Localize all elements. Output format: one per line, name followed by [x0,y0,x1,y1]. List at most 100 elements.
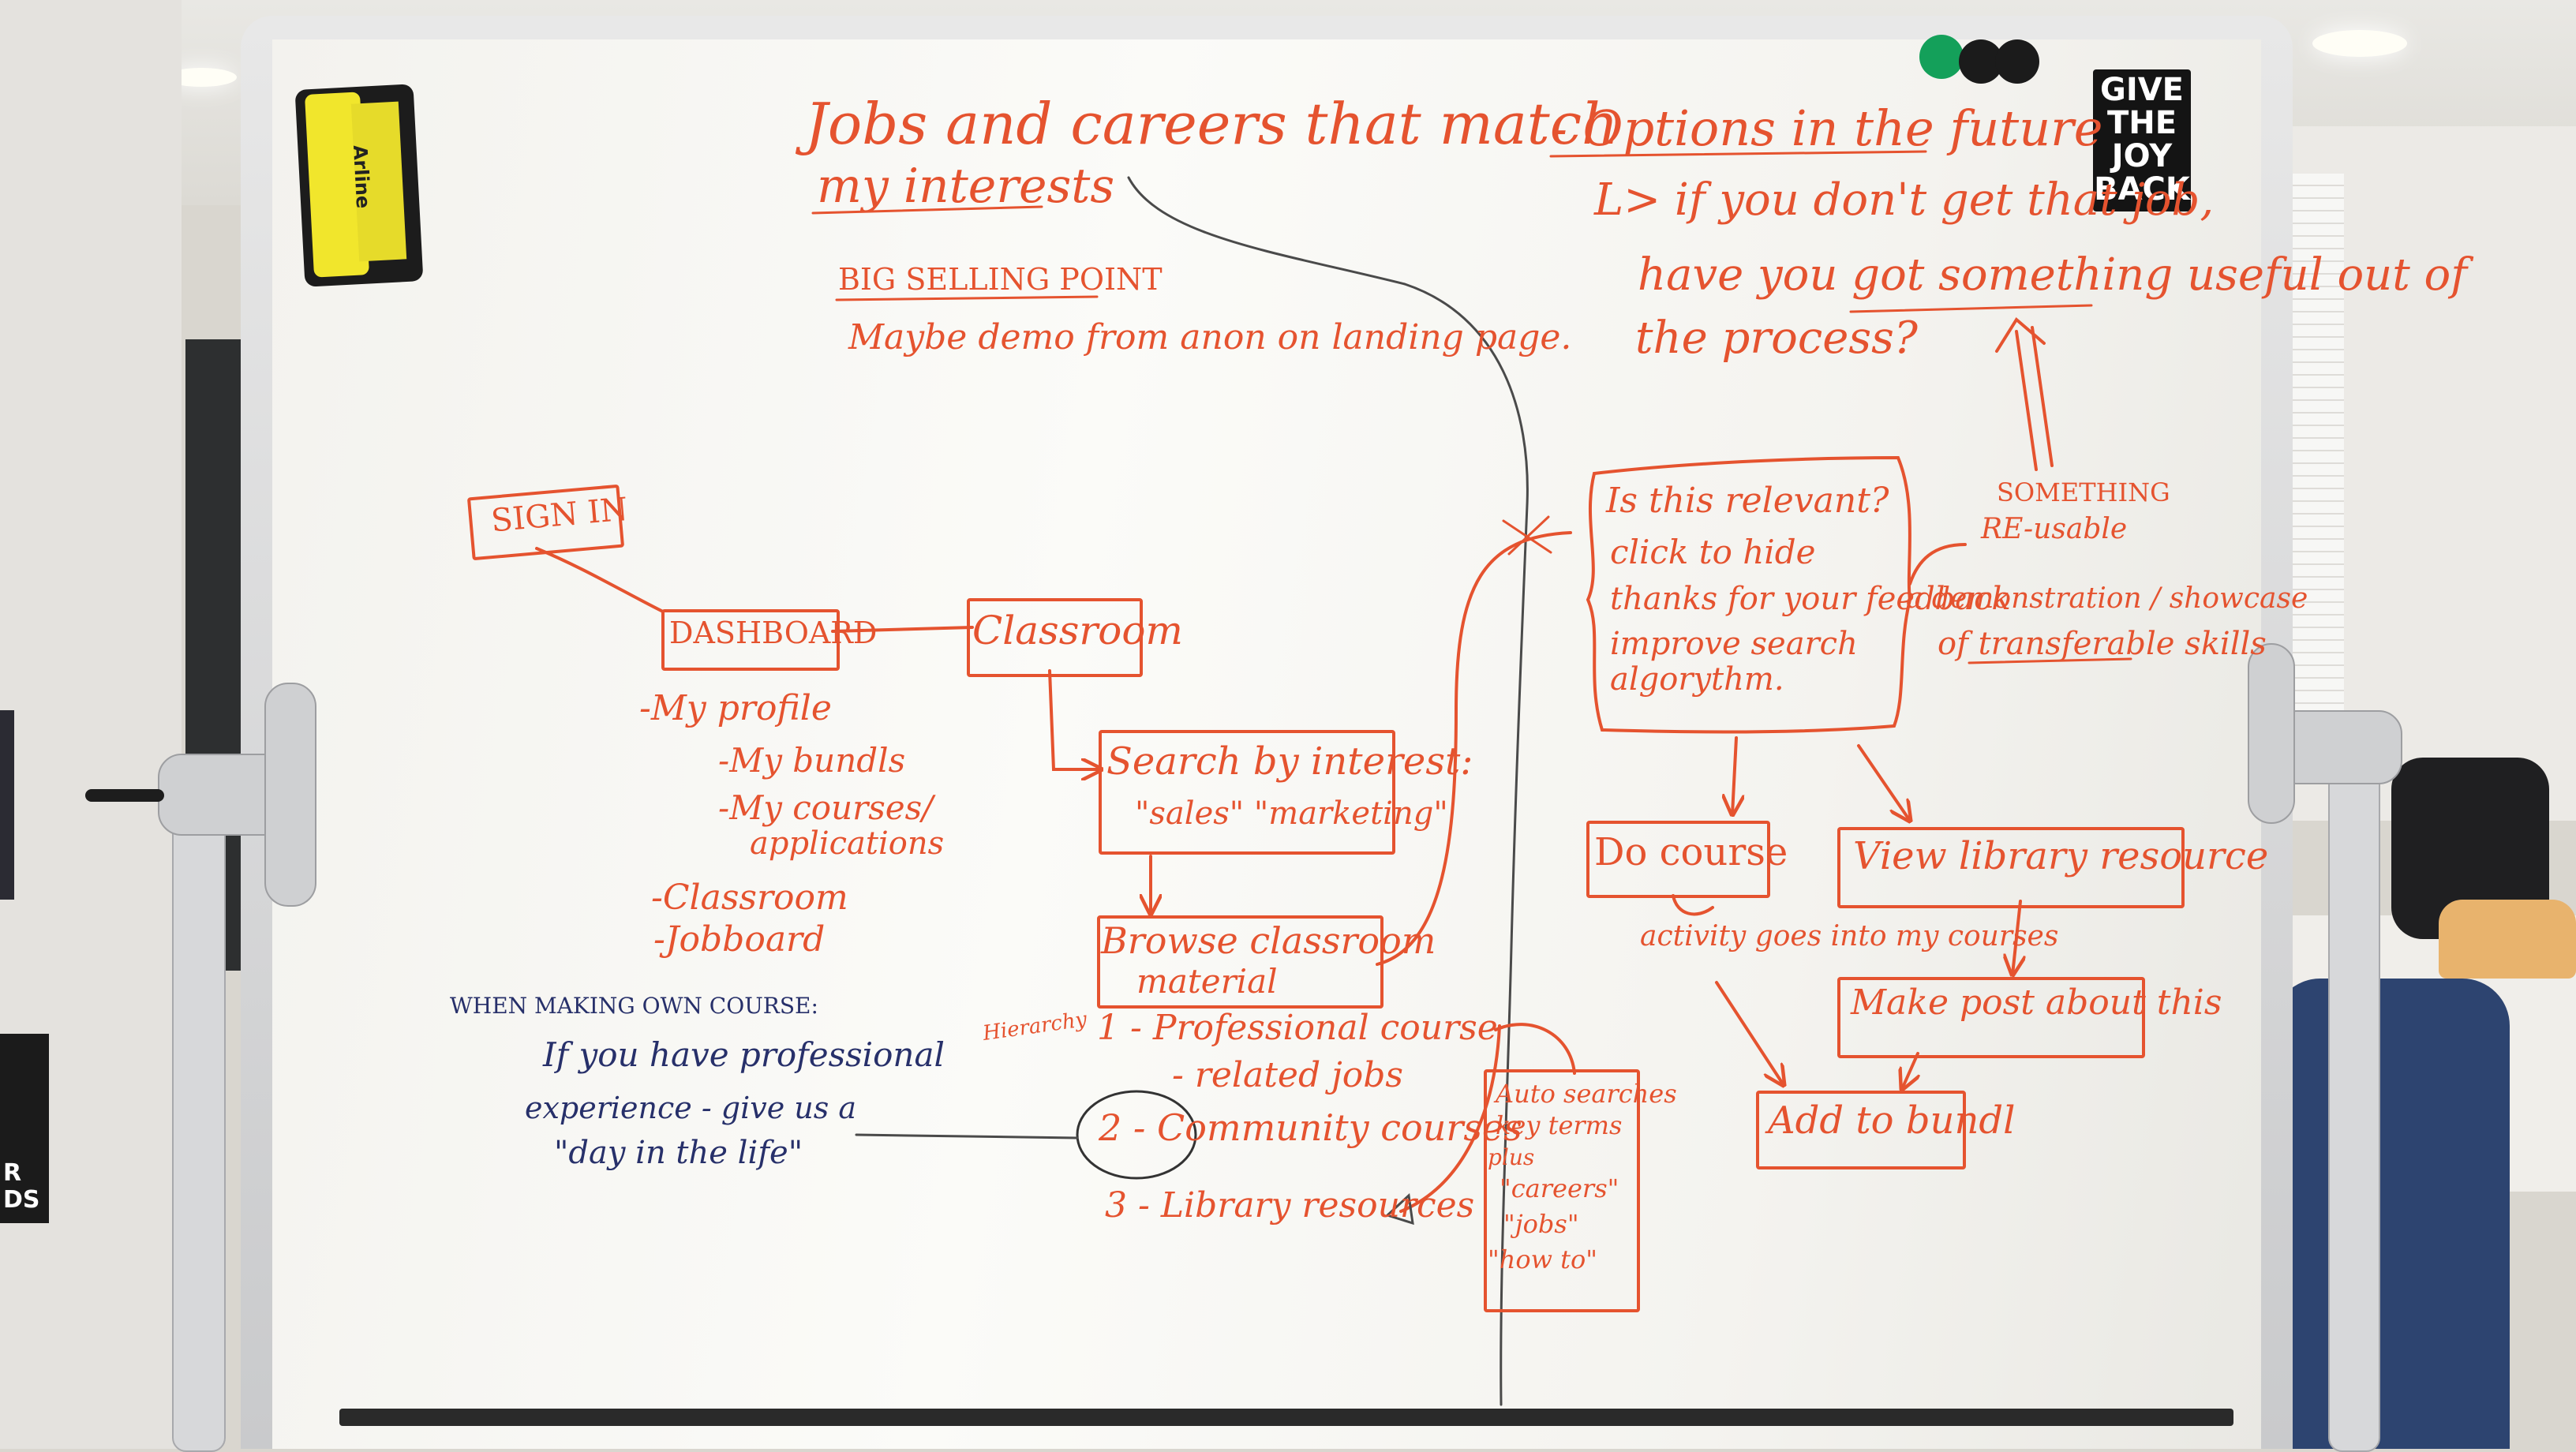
add-to-bundle-label: Add to bundl [1768,1098,2016,1143]
connector-activity-bundle [1715,981,1784,1085]
sticker-line: JOY [2111,138,2173,174]
big-selling-point-heading: BIG SELLING POINT [838,262,1163,297]
make-post-label: Make post about this [1851,982,2222,1023]
own-course-line-2: experience - give us a [525,1091,857,1125]
stand-leg-left [172,758,226,1452]
connector-docourse-activity [1672,894,1714,916]
hierarchy-item-3: 3 - Library resources [1105,1185,1475,1226]
connector-classroom-search [1048,669,1101,769]
connector-relevant-library [1857,744,1910,821]
classroom-box[interactable] [967,598,1143,677]
own-course-heading: WHEN MAKING OWN COURSE: [450,993,818,1019]
relevant-line-2: click to hide [1610,533,1816,571]
connector-browse-relevant [1376,531,1572,966]
do-course-box[interactable] [1586,821,1770,898]
connector-library-post [2012,900,2020,975]
connector-relevant-docourse [1732,736,1736,814]
hierarchy-item-1: 1 - Professional course [1097,1008,1498,1048]
underline-options [1549,150,1927,158]
auto-search-line: "how to" [1488,1244,1597,1274]
whiteboard [272,39,2261,1449]
relevant-line-5: algorythm. [1610,661,1784,698]
arrowhead-library [1385,1192,1414,1226]
cross-mark [1502,515,1552,556]
auto-search-box[interactable] [1484,1069,1640,1312]
auto-search-line: plus [1488,1144,1535,1170]
office-chair-blue [2273,979,2510,1449]
auto-search-line: "jobs" [1503,1209,1579,1239]
dashboard-label: DASHBOARD [669,616,878,650]
connector-post-bundle [1902,1052,1918,1089]
connector-signin-dashboard [535,547,665,613]
reusable-line-4: of transferable skills [1938,626,2267,662]
sticker-line: BACK [2094,171,2190,208]
relevant-line-3: thanks for your feedback [1610,581,2011,617]
relevant-line-1: Is this relevant? [1606,481,1889,521]
whiteboard-tray [339,1409,2233,1426]
underline-something [1849,304,2093,313]
do-course-label: Do course [1594,830,1788,874]
dashboard-item: applications [750,825,945,862]
search-line-2: "sales" "marketing" [1135,795,1448,832]
search-line-1: Search by interest: [1106,739,1473,784]
title-line-1: Jobs and careers that match [805,91,1619,157]
search-by-interest-box[interactable] [1099,730,1395,855]
classroom-label: Classroom [972,608,1183,653]
relevant-line-4: improve search [1610,626,1858,662]
wall-poster [0,1034,49,1223]
title-line-2: my interests [817,159,1115,214]
underline-transferable [1968,657,2132,664]
connector-library-up [1399,1024,1501,1213]
options-line-2: have you got something useful out of [1638,249,2467,301]
telephone [2439,900,2576,979]
connector-reusable-relevant [1908,543,1967,586]
connector-owncourse-community [855,1133,1079,1140]
make-post-box[interactable] [1837,977,2145,1058]
wall-poster [0,710,14,900]
magnet-black[interactable] [1995,39,2039,84]
underline-selling [835,295,1099,301]
browse-classroom-box[interactable] [1097,915,1383,1009]
options-line-3: the process? [1635,312,1918,364]
dashboard-item: -My courses/ [718,788,934,827]
hierarchy-item-2: 2 - Community courses [1099,1106,1522,1149]
auto-search-line: Auto searches [1496,1079,1677,1109]
dashboard-item: -My profile [639,688,832,728]
options-heading: - Options in the future [1551,99,2103,157]
reusable-line-3: a demonstration / showcase [1906,582,2308,615]
auto-search-line: key terms [1496,1110,1623,1140]
magnet-green[interactable] [1919,35,1964,79]
double-arrow-up [1995,316,2054,471]
ceiling-light [2312,30,2407,57]
sticker-line: THE [2106,105,2177,141]
connector-title-line [1127,176,1529,1406]
view-library-box[interactable] [1837,827,2185,908]
hierarchy-item-1-sub: - related jobs [1172,1055,1403,1095]
underline-interests [811,205,1043,215]
view-library-label: View library resource [1853,834,2269,878]
activity-text: activity goes into my courses [1640,920,2059,952]
stand-bolt [85,789,164,802]
stand-clamp-left [264,683,316,907]
browse-line-1: Browse classroom [1101,919,1436,962]
relevant-box [1586,455,1912,734]
dashboard-item: -Classroom [651,878,848,918]
own-course-line-3: "day in the life" [554,1135,803,1171]
add-to-bundle-box[interactable] [1756,1091,1966,1169]
stand-leg-right [2328,710,2380,1452]
dashboard-item: -Jobboard [653,919,826,960]
sticker-line: GIVE [2100,72,2184,108]
dashboard-item: -My bundls [718,741,906,780]
stand-clamp-right [2248,643,2295,824]
browse-line-2: material [1136,962,1278,1001]
big-selling-point-text: Maybe demo from anon on landing page. [848,317,1572,357]
reusable-line-1: SOMETHING [1997,477,2170,507]
own-course-line-1: If you have professional [543,1035,945,1074]
connector-auto-search [1494,1023,1576,1075]
auto-search-line: "careers" [1500,1173,1619,1203]
connector-dashboard-classroom [831,626,974,633]
dashboard-box[interactable] [661,609,840,671]
community-circle [1076,1090,1197,1180]
